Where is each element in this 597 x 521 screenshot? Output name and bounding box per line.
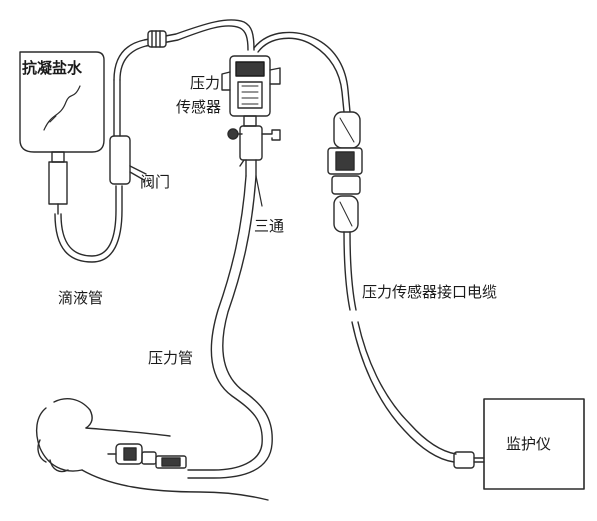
monitor-label: 监护仪 [506,435,552,453]
valve-clamp [109,79,147,185]
patient-arm [35,398,269,501]
saline-bag [19,51,105,215]
pressure-tube [187,175,273,479]
interface-cable [327,111,485,469]
pressure-sensor-label-line1: 压力 [190,74,221,92]
saline-bag-label: 抗凝盐水 [22,59,83,77]
flush-tube [113,19,255,81]
valve-label: 阀门 [140,173,171,191]
drip-tube [54,185,123,263]
pressure-sensor-label-line2: 传感器 [176,98,222,116]
pressure-sensor [221,55,281,127]
sensor-cable-top [253,31,351,113]
drip-tube-label: 滴液管 [58,289,104,307]
three-way-label: 三通 [254,217,285,235]
interface-cable-label: 压力传感器接口电缆 [362,283,498,301]
pressure-tube-label: 压力管 [148,349,194,367]
three-way-stopcock [227,125,281,207]
monitor-box [483,398,585,490]
